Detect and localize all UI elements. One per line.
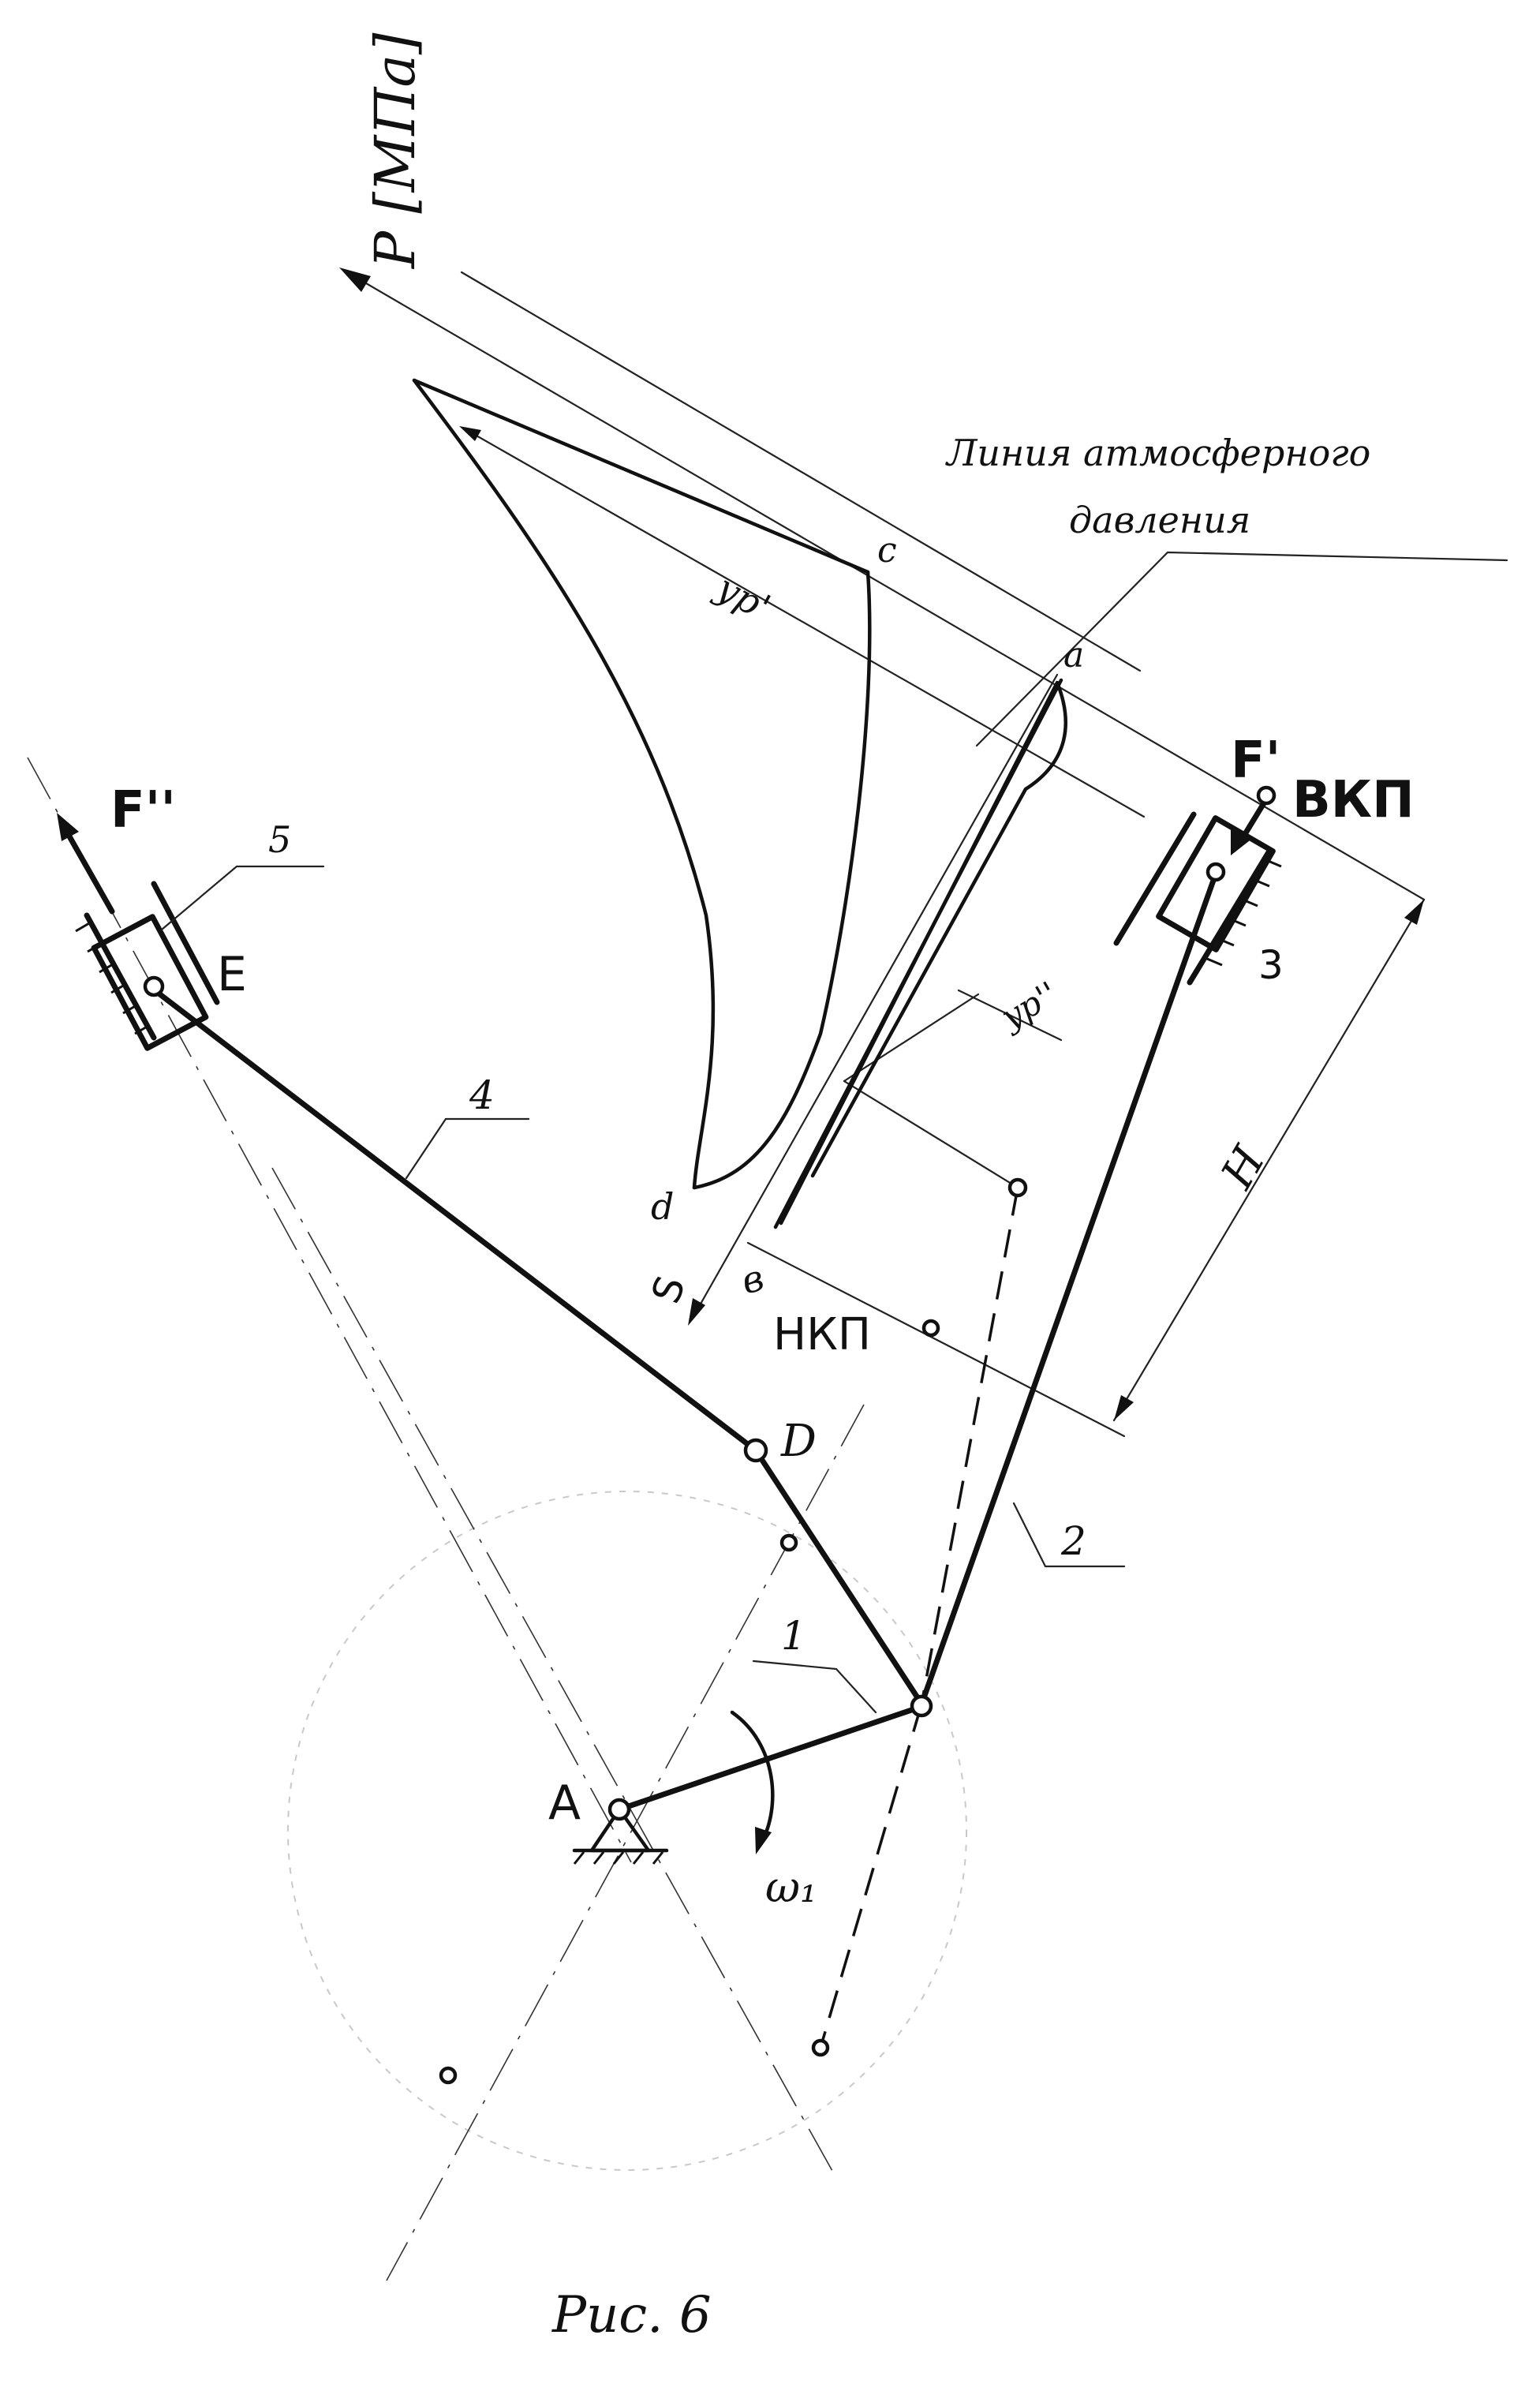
point-b-label: в: [737, 1256, 768, 1303]
link-2-leader: [1012, 1502, 1126, 1568]
force-f1-arrow: [1231, 824, 1253, 855]
p-axis-arrow: [339, 268, 371, 292]
nkp-label: НКП: [773, 1309, 871, 1360]
h-dim-line: [1112, 898, 1426, 1422]
joint-d: [743, 1438, 768, 1463]
s-axis: [691, 673, 1059, 1319]
joint-c-slider: [1205, 862, 1226, 882]
diagram-exhaust-line: [773, 678, 1063, 1229]
link-db: [753, 1447, 926, 1709]
atm-line-label-2: давления: [1069, 499, 1250, 541]
dashed-line-2: [819, 1704, 923, 2049]
nkp-point: [921, 1319, 940, 1338]
yp1-arrow: [459, 426, 481, 441]
slider-5: [91, 914, 209, 1051]
point-c-label: c: [877, 530, 897, 571]
yp1-dim-line: [462, 427, 1146, 818]
diagram-combustion-line: [412, 378, 870, 574]
crank-circle: [287, 1491, 967, 2171]
circle-point-bottom-right: [811, 2038, 830, 2057]
point-d-label: d: [651, 1185, 674, 1228]
nkp-line: [746, 1241, 1126, 1438]
link-4-leader: [405, 1117, 530, 1180]
vkp-point: [1256, 785, 1276, 806]
link-5-label: 5: [268, 818, 291, 861]
axis-slider-e: [27, 757, 632, 1863]
p-axis: [346, 271, 1426, 901]
dashed-line-1: [920, 1187, 1019, 1705]
p-axis-label: P [МПа]: [363, 32, 428, 270]
f2-label: F'': [110, 781, 176, 840]
nkp-ext-upper: [843, 1080, 1019, 1189]
f1-label: F': [1231, 732, 1280, 790]
omega-arrowhead: [755, 1827, 772, 1854]
link-1-leader: [752, 1659, 877, 1714]
figure-caption: Рис. 6: [551, 2286, 712, 2344]
link-5-leader: [160, 865, 325, 931]
support-a-hatch: [573, 1851, 664, 1865]
h-label: H: [1211, 1137, 1276, 1198]
yp2-dim-ext: [957, 989, 1063, 1042]
link-3-label: 3: [1258, 942, 1284, 988]
atmospheric-line: [460, 271, 1142, 672]
joint-d-label: D: [780, 1416, 817, 1467]
guide-right-2: [1187, 849, 1272, 986]
h-arrow-top: [1404, 900, 1424, 925]
link-1-label: 1: [781, 1613, 806, 1659]
joint-a: [607, 1798, 631, 1821]
s-axis-label: S: [643, 1270, 694, 1309]
diagram-intake-loop: [779, 680, 1067, 1225]
force-f2-shaft: [66, 833, 115, 915]
axis-crank-diagonal: [386, 1404, 865, 2281]
joint-b: [910, 1694, 933, 1718]
omega-arrow: [730, 1710, 775, 1845]
atmospheric-leader: [975, 551, 1508, 747]
circle-point-bottom-left: [439, 2066, 458, 2085]
joint-e: [143, 975, 165, 997]
slider-3: [1156, 815, 1276, 952]
s-axis-arrow: [688, 1298, 705, 1326]
guide-left-1: [84, 912, 157, 1041]
omega-label: ω₁: [765, 1862, 817, 1912]
diagram-expansion-curve: [412, 378, 716, 1190]
link-4-label: 4: [469, 1072, 495, 1118]
point-a-label: a: [1063, 635, 1084, 675]
h-arrow-bottom: [1114, 1395, 1134, 1420]
guide-left-2: [151, 881, 220, 1005]
axis-lower-left: [271, 1167, 837, 2179]
link-1-crank: [616, 1703, 926, 1813]
point-upper-dashed: [1007, 1177, 1028, 1198]
yp2-label: yp'': [993, 974, 1064, 1037]
vkp-label: ВКП: [1292, 771, 1415, 829]
circle-point-top: [779, 1533, 798, 1552]
joint-a-label: A: [548, 1775, 581, 1831]
atm-line-label-1: Линия атмосферного: [945, 432, 1370, 474]
link-2-connecting-rod: [918, 873, 1218, 1708]
guide-right-1: [1113, 811, 1197, 946]
force-f2-arrow: [57, 813, 79, 841]
link-2-label: 2: [1060, 1518, 1086, 1564]
yp2-dim-line: [843, 993, 980, 1083]
link-4-rod: [155, 990, 759, 1454]
diagram-compression-curve: [692, 570, 872, 1190]
joint-e-label: E: [217, 947, 247, 1002]
